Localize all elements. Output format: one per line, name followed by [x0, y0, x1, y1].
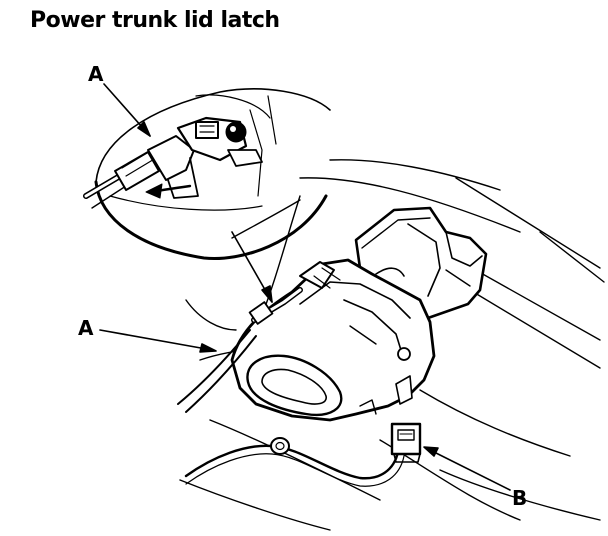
callout-label-b-connector: B: [512, 486, 528, 510]
page-title: Power trunk lid latch: [30, 8, 280, 33]
detail-magnifier: [96, 89, 330, 259]
connector-b: [392, 424, 420, 462]
callout-label-a-harness: A: [78, 316, 94, 340]
actuator-cable: [186, 438, 404, 486]
detail-connector: [86, 118, 262, 208]
leader-lines: [100, 84, 510, 490]
wire-harness: [178, 290, 300, 412]
callout-label-a-detail: A: [88, 62, 104, 86]
